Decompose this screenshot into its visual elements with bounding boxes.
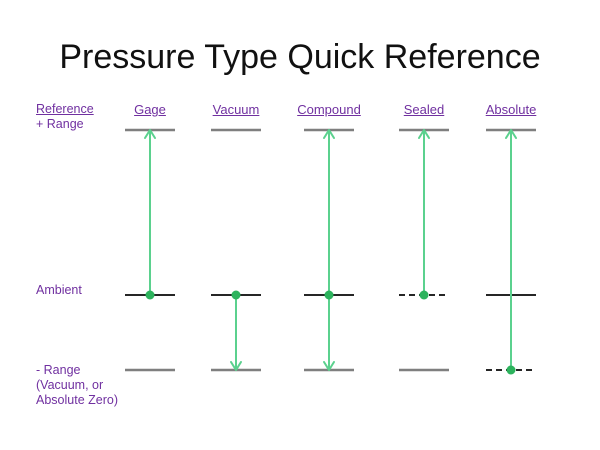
compound-origin-dot	[324, 290, 334, 300]
gage-arrow-head	[144, 129, 156, 139]
gage-origin-dot	[145, 290, 155, 300]
absolute-origin-dot	[506, 365, 516, 375]
page-title: Pressure Type Quick Reference	[59, 38, 541, 76]
column-header-vacuum: Vacuum	[212, 102, 260, 117]
absolute-arrow-head	[505, 129, 517, 139]
column-header-compound: Compound	[297, 102, 361, 117]
vacuum-arrow-head	[230, 361, 242, 371]
row-label-minus-range-vacuum: (Vacuum, or	[36, 378, 104, 392]
compound-arrow-2-head	[323, 361, 335, 371]
row-label-plus-range: + Range	[36, 117, 84, 131]
vacuum-origin-dot	[231, 290, 241, 300]
row-label-reference: Reference	[36, 102, 94, 116]
row-label-ambient: Ambient	[36, 283, 82, 297]
compound-arrow-head	[323, 129, 335, 139]
sealed-arrow-head	[418, 129, 430, 139]
row-label-minus-range: - Range	[36, 363, 81, 377]
sealed-origin-dot	[419, 290, 429, 300]
row-label-minus-range-absolute-zero: Absolute Zero)	[36, 393, 118, 407]
column-header-gage: Gage	[134, 102, 166, 117]
column-header-absolute: Absolute	[485, 102, 537, 117]
column-header-sealed: Sealed	[403, 102, 445, 117]
